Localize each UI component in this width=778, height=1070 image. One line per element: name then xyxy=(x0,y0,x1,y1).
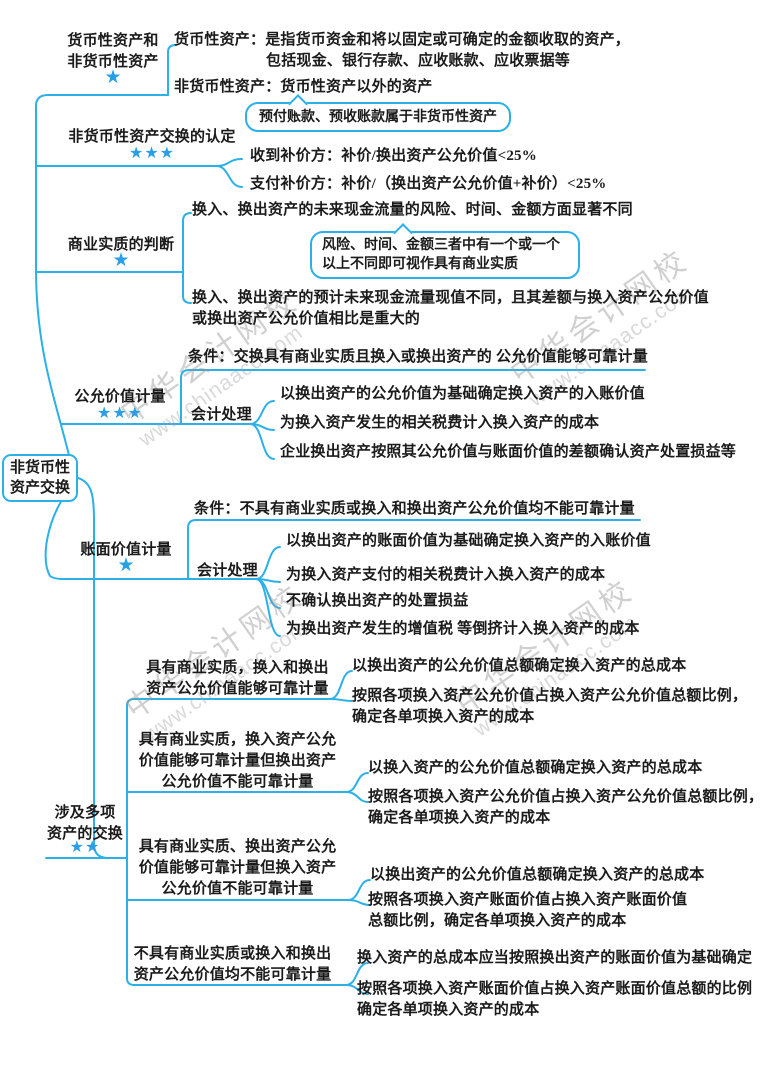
monetary-asset-definition: 货币性资产：是指货币资金和将以固定或可确定的金额收取的资产， 包括现金、银行存款… xyxy=(174,32,631,69)
book-value-item: 以换出资产的账面价值为基础确定换入资产的入账价值 xyxy=(286,533,651,549)
fair-value-item: 以换出资产的公允价值为基础确定换入资产的入账价值 xyxy=(280,386,645,402)
case-rule: 按照各项换入资产公允价值占换入资产公允价值总额比例， 确定各单项换入资产的成本 xyxy=(352,688,748,725)
case-rule: 以换出资产的公允价值总额确定换入资产的总成本 xyxy=(352,658,687,674)
fair-value-condition: 条件：交换具有商业实质且换入或换出资产的 公允价值能够可靠计量 xyxy=(188,349,648,365)
substance-criterion-2: 换入、换出资产的预计未来现金流量现值不同，且其差额与换入资产公允价值 或换出资产… xyxy=(192,290,709,327)
pay-boot-rule: 支付补价方：补价/（换出资产公允价值+补价）<25% xyxy=(250,176,607,192)
nonmonetary-asset-definition: 非货币性资产：货币性资产以外的资产 xyxy=(174,79,433,95)
accounting-treatment-label: 会计处理 xyxy=(197,563,258,579)
importance-stars: ★ xyxy=(112,250,130,271)
branch-fair-value-label: 公允价值计量 xyxy=(74,389,166,405)
root-node: 非货币性 资产交换 xyxy=(2,454,78,502)
branch-monetary-vs-nonmonetary-label: 货币性资产和 非货币性资产 xyxy=(67,33,159,70)
book-value-condition: 条件：不具有商业实质或换入和换出资产公允价值均不能可靠计量 xyxy=(194,501,635,517)
case-rule: 以换出资产的公允价值总额确定换入资产的总成本 xyxy=(370,867,705,883)
accounting-treatment-label: 会计处理 xyxy=(191,407,252,423)
case-rule: 按照各项换入资产账面价值占换入资产账面价值 总额比例，确定各单项换入资产的成本 xyxy=(368,892,688,929)
substance-callout: 风险、时间、金额三者中有一个或一个 以上不同即可视作具有商业实质 xyxy=(310,223,580,279)
case-rule: 按照各项换入资产账面价值占换入资产账面价值总额的比例 确定各单项换入资产的成本 xyxy=(357,981,753,1018)
case-scenario: 具有商业实质，换入和换出 资产公允价值能够可靠计量 xyxy=(146,660,329,697)
substance-criterion-1: 换入、换出资产的未来现金流量的风险、时间、金额方面显著不同 xyxy=(192,202,633,218)
importance-stars: ★★★ xyxy=(128,145,176,162)
book-value-item: 为换入资产支付的相关税费计入换入资产的成本 xyxy=(286,567,606,583)
prepayment-callout: 预付账款、预收账款属于非货币性资产 xyxy=(245,94,511,132)
book-value-item: 不确认换出资产的处置损益 xyxy=(286,593,469,609)
receive-boot-rule: 收到补价方：补价/换出资产公允价值<25% xyxy=(250,148,537,164)
importance-stars: ★★★ xyxy=(96,405,144,422)
case-rule: 以换入资产的公允价值总额确定换入资产的总成本 xyxy=(368,760,703,776)
case-scenario: 具有商业实质、换出资产公允 价值能够可靠计量但换入资产 公允价值不能可靠计量 xyxy=(138,839,337,897)
branch-book-value-label: 账面价值计量 xyxy=(80,542,172,558)
fair-value-item: 为换入资产发生的相关税费计入换入资产的成本 xyxy=(280,415,600,431)
book-value-item: 为换出资产发生的增值税 等倒挤计入换入资产的成本 xyxy=(286,621,640,637)
importance-stars: ★★ xyxy=(69,839,101,856)
callout-text: 风险、时间、金额三者中有一个或一个 以上不同即可视作具有商业实质 xyxy=(322,238,560,272)
case-rule: 换入资产的总成本应当按照换出资产的账面价值为基础确定 xyxy=(357,950,753,966)
fair-value-item: 企业换出资产按照其公允价值与账面价值的差额确认资产处置损益等 xyxy=(280,444,737,460)
case-rule: 按照各项换入资产公允价值占换入资产公允价值总额比例， 确定各单项换入资产的成本 xyxy=(368,789,764,826)
branch-multiple-assets-label: 涉及多项 资产的交换 xyxy=(46,805,123,842)
branch-commercial-substance-label: 商业实质的判断 xyxy=(67,237,175,253)
importance-stars: ★ xyxy=(104,67,122,88)
importance-stars: ★ xyxy=(117,555,135,576)
case-scenario: 具有商业实质，换入资产公允 价值能够可靠计量但换出资产 公允价值不能可靠计量 xyxy=(138,732,337,790)
callout-text: 预付账款、预收账款属于非货币性资产 xyxy=(259,109,497,125)
branch-recognition-label: 非货币性资产交换的认定 xyxy=(68,129,236,145)
case-scenario: 不具有商业实质或换入和换出 资产公允价值均不能可靠计量 xyxy=(133,946,332,983)
